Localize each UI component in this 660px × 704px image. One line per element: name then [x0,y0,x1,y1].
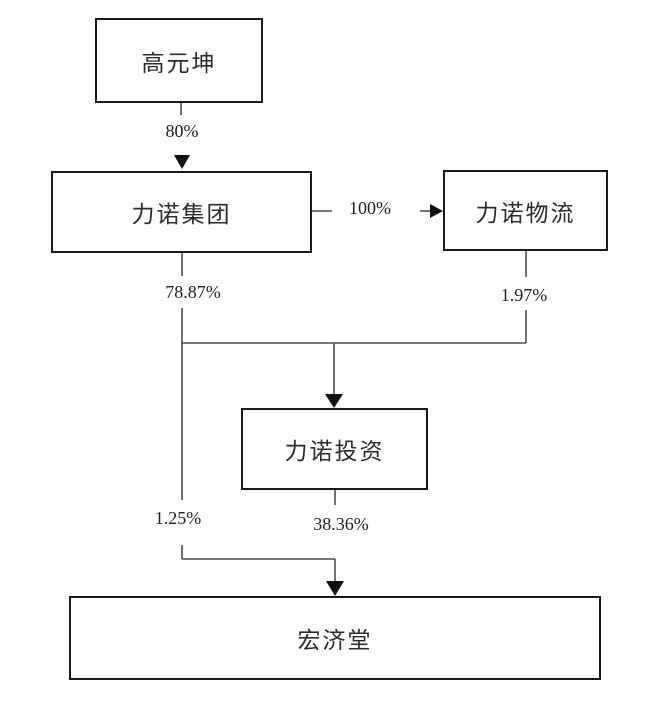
arrowhead-into-group [174,155,190,169]
arrowhead-into-hongjitang [326,581,344,596]
node-linuo-investment: 力诺投资 [241,408,428,490]
node-gao-yuankun: 高元坤 [95,18,263,103]
node-linuo-group-label: 力诺集团 [131,202,232,227]
pct-group-to-hongjitang: 1.25% [152,508,204,529]
node-hongjitang: 宏济堂 [69,596,601,680]
arrowhead-into-investment [325,394,343,408]
pct-gao-to-group: 80% [163,121,201,142]
node-linuo-group: 力诺集团 [51,171,312,253]
arrowhead-into-logistics [430,204,443,218]
node-linuo-investment-label: 力诺投资 [284,439,385,464]
pct-group-to-investment: 78.87% [163,282,223,303]
pct-group-to-logistics: 100% [347,198,393,219]
node-hongjitang-label: 宏济堂 [297,628,373,653]
node-linuo-logistics-label: 力诺物流 [475,200,576,226]
pct-logistics-to-investment: 1.97% [498,285,550,306]
node-linuo-logistics: 力诺物流 [443,170,608,251]
pct-investment-to-hongjitang: 38.36% [311,514,371,535]
node-gao-yuankun-label: 高元坤 [141,50,217,76]
